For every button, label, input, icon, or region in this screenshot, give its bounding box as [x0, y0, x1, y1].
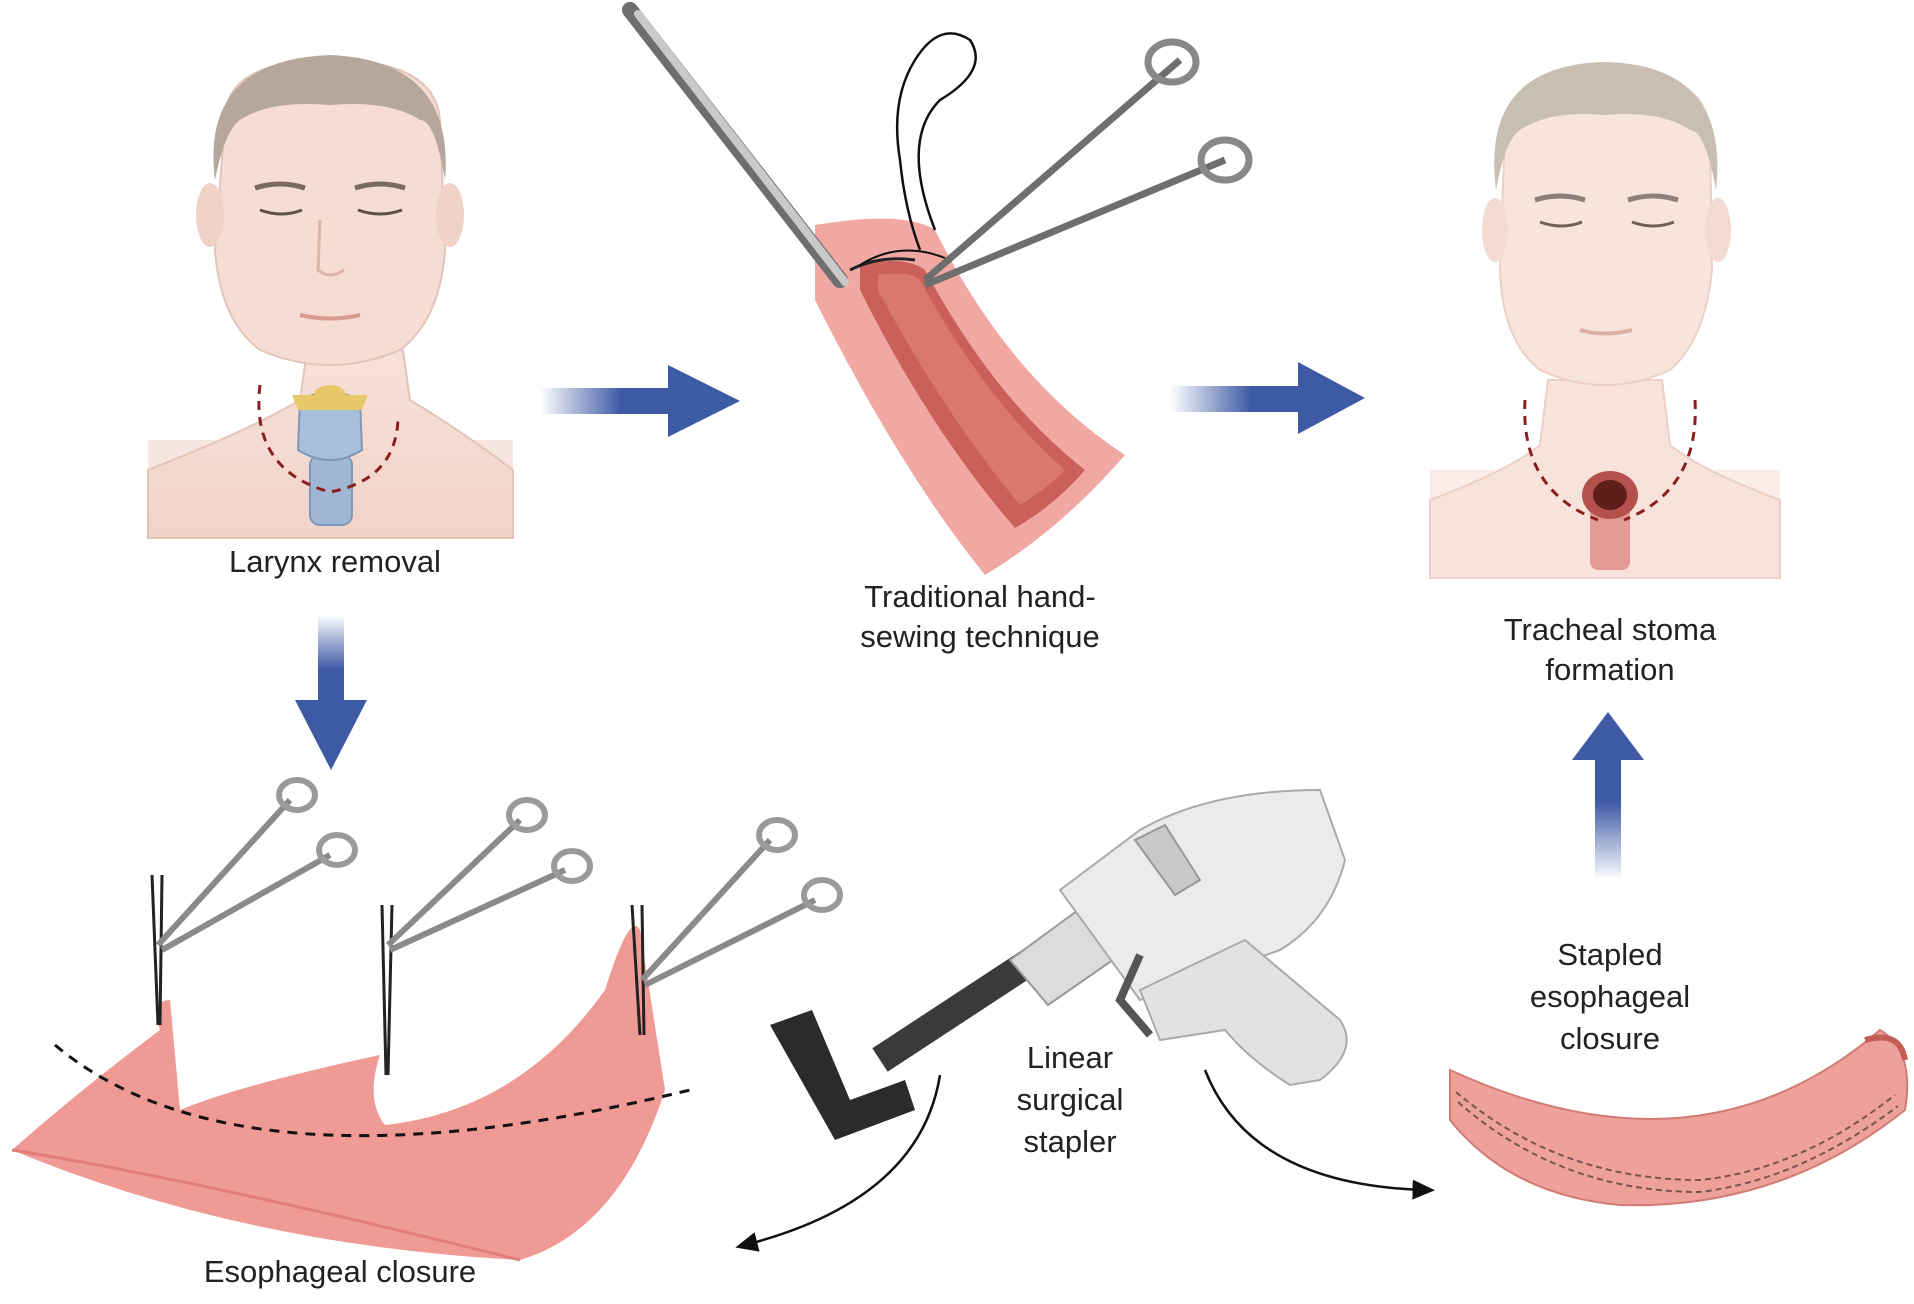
tracheal-stoma-label-line2: formation — [1545, 652, 1675, 687]
stapled-closure-label-line2: esophageal — [1529, 979, 1691, 1014]
linear-stapler-label-line1: Linear — [1026, 1040, 1114, 1075]
larynx-removal-label: Larynx removal — [229, 544, 441, 579]
linear-stapler-label-line2: surgical — [1016, 1082, 1124, 1117]
motion-arrow-left — [735, 1074, 942, 1252]
motion-arrow-right — [1203, 1069, 1435, 1200]
linear-stapler-icon — [770, 788, 1348, 1140]
arrow-to-esophageal-closure — [295, 615, 367, 770]
head-with-tracheal-stoma-icon — [1429, 62, 1781, 579]
esophageal-closure-illustration — [11, 777, 843, 1262]
stapled-closure-label-line1: Stapled — [1557, 937, 1663, 972]
hand-sewing-label-line1: Traditional hand- — [864, 579, 1096, 614]
head-with-larynx-icon — [147, 55, 514, 539]
hemostat-clamp-icon — [630, 817, 843, 1036]
hemostat-clamp-icon — [380, 797, 593, 1076]
stapled-esophageal-closure-illustration — [1449, 1028, 1909, 1207]
arrow-to-hand-sewing — [540, 365, 740, 437]
arrow-up-to-stoma — [1572, 712, 1644, 880]
arrow-to-stoma — [1170, 362, 1365, 434]
esophageal-closure-label: Esophageal closure — [203, 1254, 477, 1289]
hemostat-clamp-icon — [150, 777, 358, 1026]
hand-sewing-label-line2: sewing technique — [860, 619, 1100, 654]
linear-stapler-label-line3: stapler — [1023, 1124, 1117, 1159]
hand-sewing-forceps-icon — [622, 2, 1253, 576]
tracheal-stoma-label-line1: Tracheal stoma — [1503, 612, 1717, 647]
stapled-closure-label-line3: closure — [1560, 1021, 1660, 1056]
